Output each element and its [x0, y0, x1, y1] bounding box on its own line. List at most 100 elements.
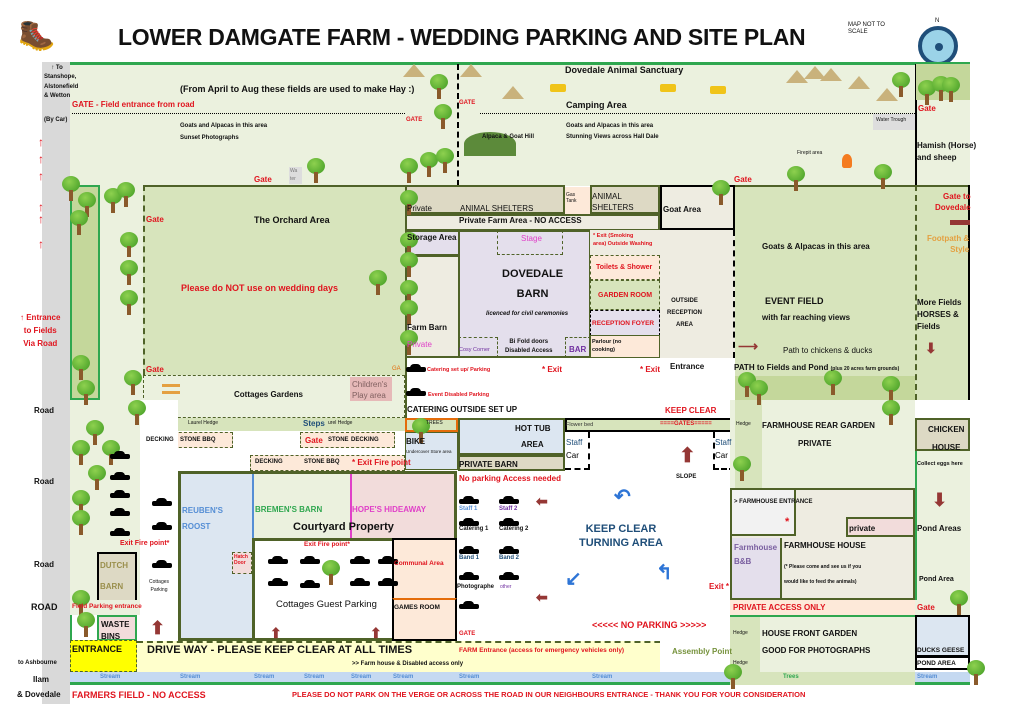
bremens-barn — [252, 474, 350, 538]
hopes-hideaway — [350, 474, 454, 538]
tree-icon — [710, 180, 732, 206]
exit-fire-point: * Exit Fire point — [352, 458, 411, 467]
gate-bar-icon — [950, 220, 970, 225]
dutch-1: DUTCH — [100, 561, 128, 570]
front-garden-label: HOUSE FRONT GARDEN — [762, 629, 858, 638]
bnb-1: Farmhouse — [734, 543, 778, 552]
car-icon — [459, 601, 479, 611]
exit-label: Exit * — [709, 582, 730, 591]
tree-icon — [118, 260, 140, 286]
goat-hill-label: Alpaca & Goat Hill — [482, 134, 535, 140]
play-1: Children's — [352, 380, 388, 389]
water-trough-label: Water Trough — [876, 117, 907, 123]
gate-label[interactable]: GATE — [459, 100, 476, 106]
exit-smoking-1: * Exit (Smoking — [593, 233, 634, 239]
tree-icon — [398, 252, 420, 278]
more-1: More Fields — [917, 298, 962, 307]
photos-label: GOOD FOR PHOTOGRAPHS — [762, 646, 871, 655]
car-icon — [110, 508, 130, 518]
orchard-area — [143, 185, 405, 375]
event-field-title: EVENT FIELD — [765, 296, 824, 306]
path-fields: PATH to Fields and Pond — [734, 363, 829, 372]
bifold-1: Bi Fold doors — [509, 339, 549, 345]
tree-icon — [965, 660, 987, 686]
gate-label[interactable]: Gate — [918, 104, 936, 113]
to-ashbourne: to Ashbourne — [18, 660, 57, 666]
reuben-1: REUBEN'S — [182, 506, 224, 515]
tree-icon — [305, 158, 327, 184]
staff-car-box — [565, 432, 590, 470]
tree-icon — [890, 72, 912, 98]
road-label: Road — [34, 406, 54, 415]
staff-car-box-2 — [713, 432, 735, 470]
tree-icon — [731, 456, 753, 482]
orchard-gate-2[interactable]: Gate — [146, 365, 164, 374]
trees-strip-bottom — [730, 672, 915, 685]
stone-bbq-label: STONE BBQ — [180, 437, 216, 443]
firepit-label: Firepit area — [797, 150, 823, 156]
tree-icon — [722, 664, 744, 690]
chicken-house — [915, 418, 970, 451]
orchard-gate[interactable]: Gate — [146, 215, 164, 224]
entrance-box — [70, 640, 137, 672]
car-icon — [300, 556, 320, 566]
bike-label: BIKE — [406, 437, 426, 446]
compass-icon — [918, 26, 958, 66]
slope-label: SLOPE — [676, 474, 697, 480]
car-icon — [152, 498, 172, 508]
road-strip — [42, 62, 70, 704]
chicken-2: HOUSE — [932, 442, 961, 452]
field-parking-entrance-label[interactable]: Field Parking entrance — [72, 603, 142, 610]
pond-area-box-label: POND AREA — [917, 660, 956, 667]
stage — [497, 230, 563, 255]
down-arrow-icon: ⬇ — [925, 340, 937, 356]
gates-label[interactable]: ====GATES===== — [660, 421, 712, 427]
tent-icon — [848, 76, 870, 89]
tree-icon — [126, 400, 148, 426]
stream-label: Stream — [100, 674, 121, 680]
road-label: Road — [34, 477, 54, 486]
ilam: Ilam — [33, 675, 50, 684]
gate-label[interactable]: GATE — [406, 117, 423, 123]
dutch-barn — [97, 552, 137, 600]
parlour-2: cooking) — [592, 347, 615, 354]
sanctuary-title: Dovedale Animal Sanctuary — [565, 65, 684, 75]
farm-entrance-label[interactable]: FARM Entrance (access for emergency vehi… — [459, 647, 625, 654]
toilets-label: Toilets & Shower — [596, 264, 653, 271]
gas-1: Gas — [566, 192, 576, 198]
gate-label[interactable]: Gate — [254, 175, 272, 184]
exit-label: * Exit — [640, 365, 661, 374]
licence-note: licenced for civil ceremonies — [486, 311, 569, 317]
hamish-field — [915, 64, 970, 186]
stage-label: Stage — [521, 234, 542, 243]
stream-label: Stream — [351, 674, 372, 680]
gate-label[interactable]: GATE — [459, 631, 476, 637]
decking-2 — [300, 432, 395, 448]
gate-label[interactable]: Gate — [305, 436, 323, 445]
event-field — [735, 185, 970, 400]
turning-1: KEEP CLEAR — [585, 523, 657, 535]
car-icon — [499, 572, 519, 582]
tree-icon — [432, 104, 454, 130]
pond-gate-label[interactable]: Gate — [917, 603, 935, 612]
path-arrow-icon: ⟶ — [738, 338, 759, 354]
gate-label[interactable]: Gate — [734, 175, 752, 184]
entrance-label[interactable]: ENTRANCE — [72, 644, 123, 654]
parlour-1: Parlour (no — [592, 339, 622, 345]
car-icon — [459, 496, 479, 506]
laurel-hedge — [143, 418, 405, 431]
private-label: Private — [407, 204, 432, 213]
orchard-warning: Please do NOT use on wedding days — [181, 283, 339, 293]
road-arrow-icon: ↑ — [38, 135, 44, 149]
gate-field-entrance[interactable]: GATE - Field entrance from road — [72, 100, 195, 109]
tent-icon — [820, 68, 842, 81]
camper-van-icon — [710, 86, 726, 94]
slope-arrow-icon: ⬆ — [679, 445, 696, 467]
road-arrow-icon: ↑ — [38, 152, 44, 166]
